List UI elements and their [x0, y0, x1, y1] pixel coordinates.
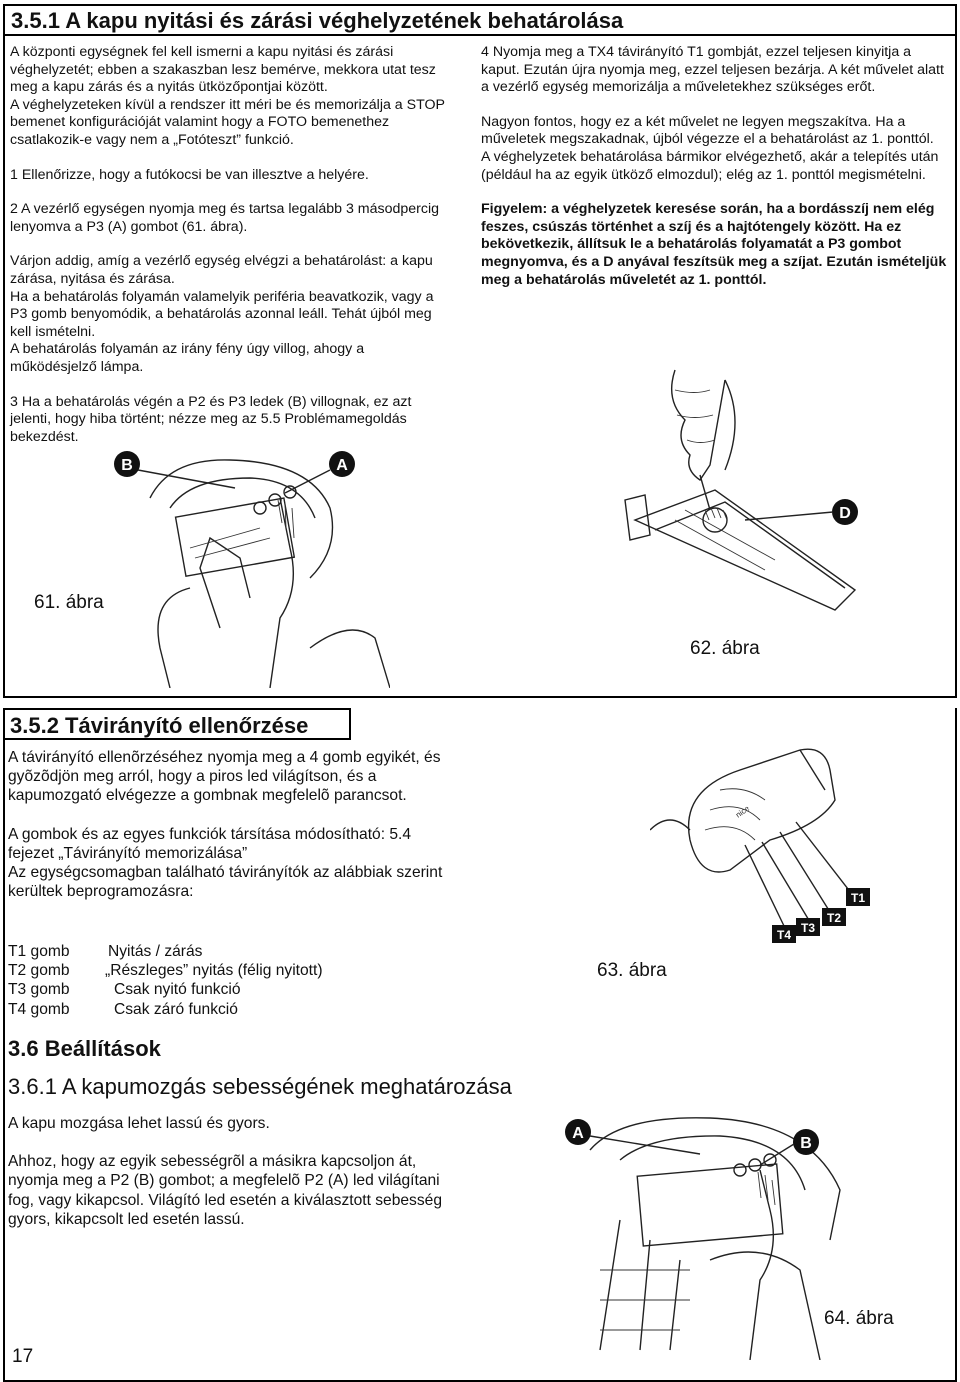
step-1: 1 Ellenőrizze, hogy a futókocsi be van i… — [10, 166, 369, 183]
paragraph: Nagyon fontos, hogy ez a két művelet ne … — [481, 113, 934, 148]
paragraph: A behatárolás folyamán az irány fény úgy… — [10, 341, 365, 375]
table-value: Nyitás / zárás — [108, 943, 203, 960]
section-351-right-column: 4 Nyomja meg a TX4 távirányító T1 gombjá… — [481, 44, 947, 289]
table-row: T4 gomb Csak záró funkció — [8, 1000, 458, 1019]
table-key: T2 gomb — [8, 962, 70, 980]
paragraph: Várjon addig, amíg a vezérlő egység elvé… — [10, 253, 433, 287]
label-t1: T1 — [851, 891, 865, 905]
figure-63-illustration: nice T1 T2 T3 T4 — [650, 748, 870, 943]
table-value: Csak nyitó funkció — [114, 981, 241, 999]
table-key: T3 gomb — [8, 981, 70, 999]
table-row: T2 gomb „Részleges” nyitás (félig nyitot… — [8, 961, 458, 980]
label-a: A — [336, 457, 348, 474]
step-2: 2 A vezérlő egységen nyomja meg és tarts… — [10, 201, 440, 235]
button-function-table: T1 gomb Nyitás / zárás T2 gomb „Részlege… — [8, 942, 458, 1019]
section-36-title: 3.6 Beállítások — [8, 1036, 161, 1061]
label-b: B — [800, 1135, 812, 1152]
paragraph: Az egységcsomagban található távirányító… — [8, 864, 443, 901]
paragraph: Ha a behatárolás folyamán valamelyik per… — [10, 288, 434, 340]
step-4: 4 Nyomja meg a TX4 távirányító T1 gombjá… — [481, 44, 944, 96]
label-t4: T4 — [777, 928, 791, 942]
paragraph: A központi egységnek fel kell ismerni a … — [10, 44, 436, 96]
paragraph: Ahhoz, hogy az egyik sebességrõl a másik… — [8, 1153, 442, 1228]
paragraph: A kapu mozgása lehet lassú és gyors. — [8, 1115, 270, 1132]
figure-61-caption: 61. ábra — [34, 592, 104, 613]
page-number: 17 — [12, 1346, 34, 1367]
label-a: A — [572, 1125, 584, 1142]
figure-64-illustration: A B — [565, 1117, 841, 1360]
figure-62-illustration: D — [624, 369, 858, 611]
figure-63-caption: 63. ábra — [597, 960, 667, 981]
paragraph: A gombok és az egyes funkciók társítása … — [8, 825, 412, 862]
paragraph: A távirányító ellenõrzéséhez nyomja meg … — [8, 749, 441, 805]
paragraph: A véghelyzetek behatárolása bármikor elv… — [481, 148, 939, 183]
section-351-left-column: A központi egységnek fel kell ismerni a … — [10, 44, 450, 446]
label-t2: T2 — [827, 911, 841, 925]
section-361-title: 3.6.1 A kapumozgás sebességének meghatár… — [8, 1074, 512, 1099]
label-d: D — [839, 505, 851, 522]
figure-61-illustration: B A — [114, 451, 390, 688]
step-3: 3 Ha a behatárolás végén a P2 és P3 lede… — [10, 393, 412, 445]
label-b: B — [121, 457, 133, 474]
table-row: T1 gomb Nyitás / zárás — [8, 942, 458, 961]
figure-64-caption: 64. ábra — [824, 1308, 894, 1329]
table-row: T3 gomb Csak nyitó funkció — [8, 980, 458, 999]
section-352-text: A távirányító ellenõrzéséhez nyomja meg … — [8, 748, 458, 901]
section-361-text: A kapu mozgása lehet lassú és gyors. Ahh… — [8, 1114, 458, 1229]
section-351-box: 3.5.1 A kapu nyitási és zárási véghelyze… — [3, 4, 957, 698]
table-value: Csak záró funkció — [114, 1000, 238, 1018]
section-352-title: 3.5.2 Távirányító ellenőrzése — [5, 708, 351, 740]
table-value: „Részleges” nyitás (félig nyitott) — [105, 962, 323, 980]
label-t3: T3 — [801, 921, 815, 935]
table-key: T4 gomb — [8, 1000, 70, 1018]
section-351-title: 3.5.1 A kapu nyitási és zárási véghelyze… — [5, 6, 955, 36]
table-key: T1 gomb — [8, 943, 70, 960]
figure-62-caption: 62. ábra — [690, 638, 760, 659]
section-352-box: 3.5.2 Távirányító ellenőrzése — [3, 708, 957, 1382]
paragraph: A véghelyzeteken kívül a rendszer itt mé… — [10, 96, 445, 148]
warning-paragraph: Figyelem: a véghelyzetek keresése során,… — [481, 201, 947, 288]
svg-text:nice: nice — [734, 804, 752, 820]
